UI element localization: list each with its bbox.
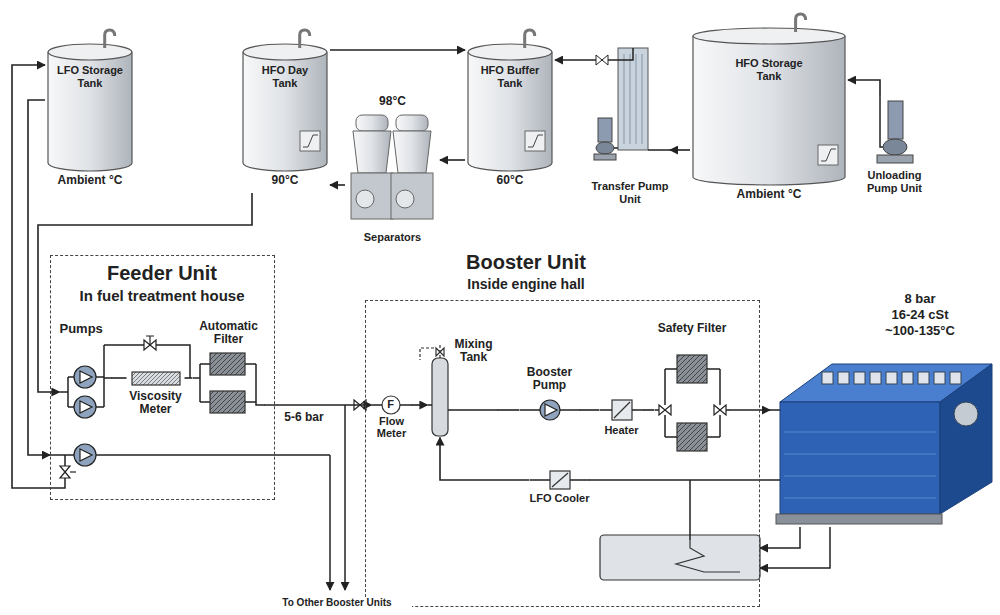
node-sublabel: Separators (345, 231, 440, 244)
node-sublabel: Inside engine hall (406, 276, 646, 292)
automatic-filter: Automatic Filter (193, 320, 265, 420)
node-label: Booster Unit (406, 251, 646, 274)
node-label: 8 bar (865, 292, 975, 307)
node-sublabel: Ambient °C (45, 174, 135, 188)
node-label: HFO Buffer Tank (473, 64, 547, 89)
separator-unit-outline (345, 95, 440, 250)
separator-unit: 98°C Separators (345, 95, 440, 250)
flow-line (12, 65, 50, 488)
storage-tank-outline (45, 28, 135, 193)
node-label: Unloading Pump Unit (862, 169, 927, 194)
flow-line (580, 409, 600, 411)
flow-line (440, 438, 530, 481)
node-label: Booster Pump (520, 366, 580, 394)
booster-piping (372, 369, 830, 568)
instrument-symbols (132, 344, 760, 580)
valve-symbols (60, 336, 726, 478)
flow-line (330, 184, 345, 186)
node-label: Viscosity Meter (127, 390, 185, 418)
booster-pump: Booster Pump (520, 366, 580, 422)
flow-line (590, 479, 771, 481)
day-tank-outline (240, 28, 330, 193)
feeder-piping (50, 345, 345, 590)
node-label: Heater (600, 424, 644, 437)
flow-line (670, 149, 690, 151)
storage-tank: HFO Storage TankAmbient °C (690, 12, 848, 207)
storage-tank-outline (690, 12, 848, 207)
flow-line (412, 404, 428, 406)
engine: 8 bar16-24 cSt~100-135°C (770, 292, 995, 527)
node-sublabel: ~100-135°C (865, 324, 975, 339)
pump-symbols (74, 366, 560, 466)
mixing-tank: Mixing Tank (428, 338, 498, 438)
node-label: Mixing Tank (450, 338, 498, 366)
flow-line (848, 80, 880, 95)
flow-line (185, 377, 193, 379)
node-sublabel: Flow Meter (372, 415, 412, 440)
node-sublabel: 90°C (240, 174, 330, 188)
heater: Heater (600, 400, 644, 445)
transfer-pump-unit: Transfer Pump Unit (590, 40, 670, 215)
node-label: F (382, 398, 400, 411)
flow-line (112, 377, 127, 379)
node-label: Transfer Pump Unit (590, 180, 670, 205)
node-sublabel: 16-24 cSt (865, 308, 975, 323)
pump-pair: Pumps (60, 322, 112, 422)
node-label: 98°C (345, 95, 440, 109)
buffer-tank-outline (465, 28, 555, 193)
flow-meter: F Flow Meter (372, 393, 412, 445)
safety-filter: Safety Filter (655, 322, 730, 457)
node-sublabel: In fuel treatment house (51, 287, 273, 304)
flow-line (555, 59, 590, 61)
node-label: Feeder Unit (51, 262, 273, 285)
node-label: Safety Filter (655, 322, 730, 336)
pressure-label: 5-6 bar (280, 411, 328, 425)
day-tank: HFO Day Tank 90°C (240, 28, 330, 193)
node-label: HFO Storage Tank (730, 57, 808, 82)
feeder-unit-boundary: Feeder Unit In fuel treatment housePumpsV… (50, 255, 275, 500)
flow-line (265, 404, 372, 406)
node-label: LFO Storage Tank (53, 64, 127, 89)
node-label: Automatic Filter (193, 320, 265, 348)
unloading-pump-unit: Unloading Pump Unit (862, 95, 927, 210)
storage-tank: LFO Storage TankAmbient °C (45, 28, 135, 193)
node-label: LFO Cooler (530, 492, 590, 505)
lfo-cooler: LFO Cooler (530, 470, 590, 520)
buffer-tank: HFO Buffer Tank 60°C (465, 28, 555, 193)
node-sublabel: Ambient °C (690, 188, 848, 202)
flow-line (498, 409, 520, 411)
node-label: HFO Day Tank (248, 64, 322, 89)
node-label: Pumps (60, 322, 112, 337)
flow-line (644, 409, 655, 411)
node-sublabel: 60°C (465, 174, 555, 188)
flow-line (730, 409, 771, 411)
viscosity-meter: Viscosity Meter (127, 370, 185, 425)
booster-unit-boundary: Booster UnitInside engine hallFFlow Mete… (365, 300, 760, 607)
note-label: To Other Booster Units (262, 597, 412, 609)
flow-line (330, 49, 465, 51)
flow-line (440, 159, 465, 161)
engine-outline (770, 292, 995, 527)
flow-line (28, 100, 50, 455)
